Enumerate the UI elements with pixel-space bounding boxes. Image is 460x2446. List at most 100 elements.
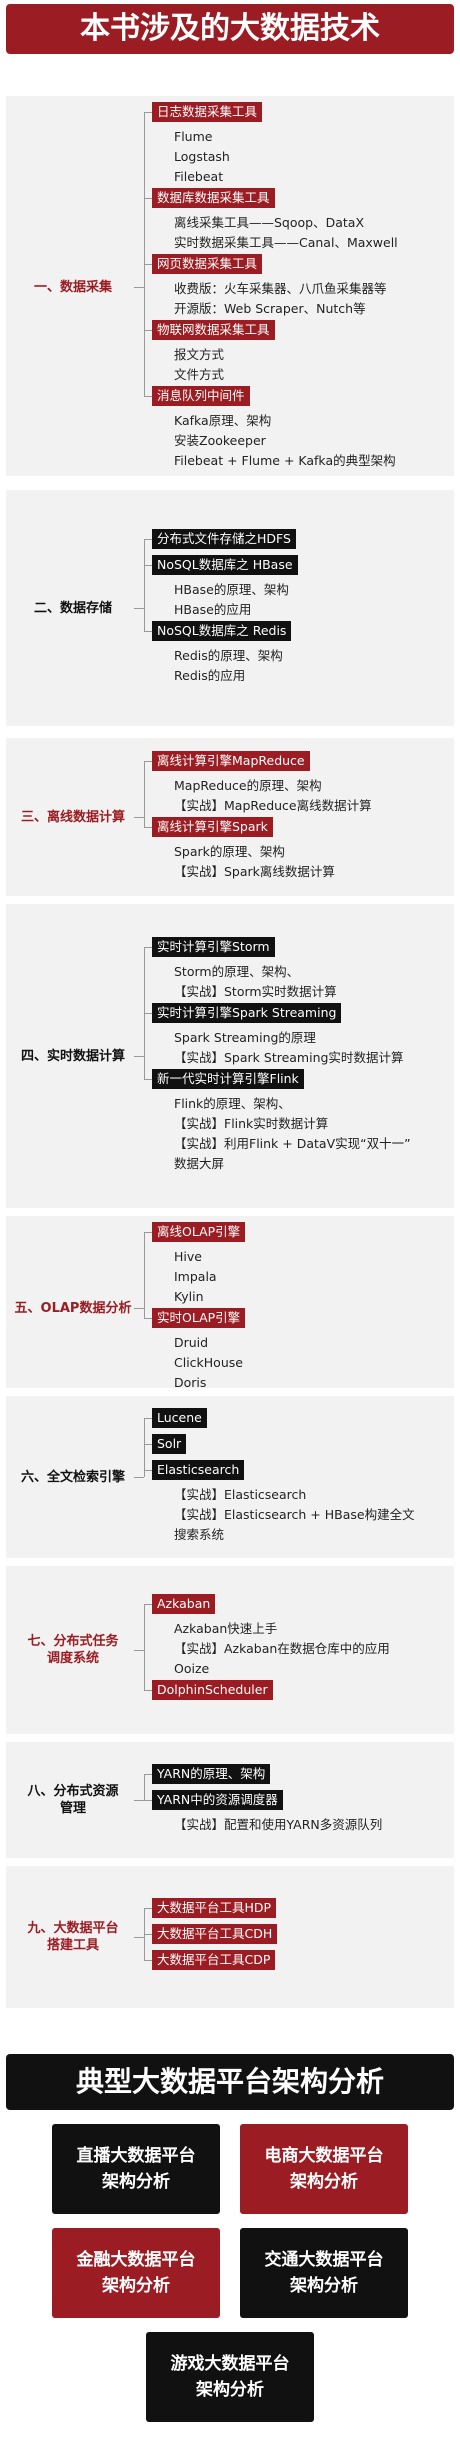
group-item: 报文方式 <box>174 347 225 362</box>
platform-box-label: 金融大数据平台架构分析 <box>76 2250 196 2296</box>
connector-line <box>134 1800 144 1801</box>
connector-line <box>144 1418 145 1477</box>
group-label: 实时计算引擎Spark Streaming <box>152 1003 342 1023</box>
connector-line <box>134 1650 144 1651</box>
connector-line <box>144 1318 152 1319</box>
section-panel <box>6 1566 454 1734</box>
connector-line <box>144 264 152 265</box>
connector-line <box>144 112 145 396</box>
platform-box-label: 交通大数据平台架构分析 <box>264 2250 384 2296</box>
group-label: Lucene <box>152 1408 207 1428</box>
group-item: Doris <box>174 1375 207 1390</box>
platform-box: 电商大数据平台架构分析 <box>240 2124 408 2214</box>
group-item: HBase的原理、架构 <box>174 582 289 597</box>
group-item: HBase的应用 <box>174 602 252 617</box>
group-item: 【实战】MapReduce离线数据计算 <box>174 798 372 813</box>
platform-box: 游戏大数据平台架构分析 <box>146 2332 314 2422</box>
section-label: 八、分布式资源管理 <box>27 1784 119 1816</box>
connector-line <box>144 1690 152 1691</box>
group-item: Filebeat <box>174 169 224 184</box>
group-item: Storm的原理、架构、 <box>174 964 300 979</box>
connector-line <box>144 1079 152 1080</box>
group-item: 【实战】Flink实时数据计算 <box>174 1116 329 1131</box>
group-item: Ooize <box>174 1661 210 1676</box>
connector-line <box>144 396 152 397</box>
connector-line <box>144 761 152 762</box>
group-item: Hive <box>174 1249 202 1264</box>
connector-line <box>144 1444 152 1445</box>
group-label: 新一代实时计算引擎Flink <box>152 1069 304 1089</box>
group-label: YARN中的资源调度器 <box>152 1790 283 1810</box>
connector-line <box>144 947 152 948</box>
group-item: Kafka原理、架构 <box>174 413 272 428</box>
group-label: 实时计算引擎Storm <box>152 937 275 957</box>
connector-line <box>144 198 152 199</box>
section-panel <box>6 96 454 476</box>
group-label: Azkaban <box>152 1594 216 1614</box>
main-title: 本书涉及的大数据技术 <box>6 4 454 54</box>
group-item: Druid <box>174 1335 209 1350</box>
group-item: 安装Zookeeper <box>174 433 266 448</box>
section-title-2: 典型大数据平台架构分析 <box>6 2054 454 2110</box>
group-label: 离线OLAP引擎 <box>152 1222 246 1242</box>
section-label: 七、分布式任务调度系统 <box>27 1634 119 1666</box>
connector-line <box>134 1056 144 1057</box>
connector-line <box>144 565 152 566</box>
connector-line <box>144 1774 145 1800</box>
group-item: MapReduce的原理、架构 <box>174 778 322 793</box>
section-label: 三、离线数据计算 <box>20 809 125 825</box>
connector-line <box>134 1937 144 1938</box>
group-label: 离线计算引擎MapReduce <box>152 751 310 771</box>
connector-line <box>134 287 144 288</box>
connector-line <box>144 1232 145 1318</box>
group-item: ClickHouse <box>174 1355 243 1370</box>
connector-line <box>134 608 144 609</box>
platform-box-label: 直播大数据平台架构分析 <box>76 2146 196 2192</box>
group-item: Redis的应用 <box>174 668 246 683</box>
platform-box-label: 电商大数据平台架构分析 <box>264 2146 384 2192</box>
connector-line <box>144 1774 152 1775</box>
platform-box: 金融大数据平台架构分析 <box>52 2228 220 2318</box>
connector-line <box>144 761 145 827</box>
group-item: Spark的原理、架构 <box>174 844 285 859</box>
platform-box: 直播大数据平台架构分析 <box>52 2124 220 2214</box>
connector-line <box>144 1418 152 1419</box>
group-item: Redis的原理、架构 <box>174 648 283 663</box>
group-item: 【实战】Elasticsearch + HBase构建全文 <box>174 1507 415 1522</box>
platform-box: 交通大数据平台架构分析 <box>240 2228 408 2318</box>
group-label: 数据库数据采集工具 <box>152 188 275 208</box>
group-label: Elasticsearch <box>152 1460 245 1480</box>
group-item: Filebeat + Flume + Kafka的典型架构 <box>174 453 396 468</box>
group-item: 数据大屏 <box>174 1156 225 1171</box>
group-label: 物联网数据采集工具 <box>152 320 275 340</box>
section-label: 一、数据采集 <box>33 279 112 295</box>
group-item: 【实战】Azkaban在数据仓库中的应用 <box>174 1641 390 1656</box>
group-label: 网页数据采集工具 <box>152 254 263 274</box>
connector-line <box>144 1604 152 1605</box>
connector-line <box>144 1232 152 1233</box>
platform-box-label: 游戏大数据平台架构分析 <box>170 2354 290 2400</box>
group-item: Impala <box>174 1269 217 1284</box>
group-item: 【实战】Storm实时数据计算 <box>174 984 337 999</box>
group-label: NoSQL数据库之 HBase <box>152 555 298 575</box>
group-item: 【实战】Elasticsearch <box>174 1487 307 1502</box>
section-label: 四、实时数据计算 <box>20 1048 125 1064</box>
group-label: 消息队列中间件 <box>152 386 250 406</box>
group-item: Spark Streaming的原理 <box>174 1030 316 1045</box>
connector-line <box>144 1960 152 1961</box>
connector-line <box>144 1934 152 1935</box>
group-item: 收费版：火车采集器、八爪鱼采集器等 <box>174 281 387 296</box>
group-item: 离线采集工具——Sqoop、DataX <box>174 215 365 230</box>
group-item: Flume <box>174 129 213 144</box>
connector-line <box>144 112 152 113</box>
group-label: 日志数据采集工具 <box>152 102 263 122</box>
group-label: NoSQL数据库之 Redis <box>152 621 292 641</box>
connector-line <box>144 539 145 631</box>
connector-line <box>144 1013 152 1014</box>
connector-line <box>134 1308 144 1309</box>
group-item: 文件方式 <box>174 367 225 382</box>
connector-line <box>134 817 144 818</box>
group-label: DolphinScheduler <box>152 1680 273 1700</box>
group-item: 【实战】利用Flink + DataV实现“双十一” <box>174 1136 411 1151</box>
connector-line <box>144 1470 152 1471</box>
